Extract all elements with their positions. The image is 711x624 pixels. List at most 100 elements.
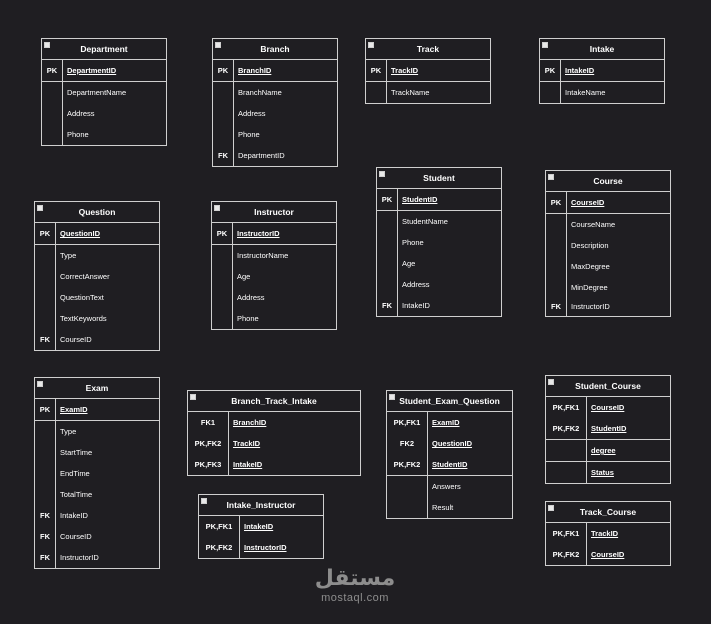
collapse-icon[interactable] xyxy=(368,42,374,48)
entity-header: Student_Exam_Question xyxy=(387,391,512,412)
key-type-label: PK,FK1 xyxy=(393,418,421,427)
key-type-label xyxy=(377,274,397,295)
attribute-name: Description xyxy=(571,241,609,250)
attribute-name: CourseName xyxy=(571,220,616,229)
collapse-icon[interactable] xyxy=(37,205,43,211)
entity-header: Question xyxy=(35,202,159,223)
key-type-label xyxy=(42,103,62,124)
key-type-label xyxy=(377,232,397,253)
key-type-label xyxy=(212,245,232,266)
key-type-label: FK xyxy=(40,335,50,344)
attribute-name: BranchName xyxy=(238,88,282,97)
column-divider xyxy=(239,516,240,558)
entity-title: Intake_Instructor xyxy=(226,500,296,510)
attribute-name: TrackID xyxy=(591,529,619,538)
key-type-label xyxy=(35,442,55,463)
attribute-name: Phone xyxy=(67,130,89,139)
attribute-row: Type xyxy=(35,245,159,266)
mostaql-watermark: مستقل mostaql.com xyxy=(300,566,410,605)
attribute-name: IntakeID xyxy=(60,511,88,520)
entity-title: Student_Course xyxy=(575,381,641,391)
key-type-label: PK xyxy=(381,195,393,204)
key-type-label: PK xyxy=(216,229,228,238)
collapse-icon[interactable] xyxy=(548,379,554,385)
attribute-name: DepartmentName xyxy=(67,88,127,97)
column-divider xyxy=(586,523,587,565)
collapse-icon[interactable] xyxy=(214,205,220,211)
attribute-name: CourseID xyxy=(571,198,605,207)
attribute-name: Age xyxy=(402,259,416,268)
key-section: PK StudentID xyxy=(377,189,501,211)
collapse-icon[interactable] xyxy=(389,394,395,400)
collapse-icon[interactable] xyxy=(548,505,554,511)
attribute-name: MaxDegree xyxy=(571,262,610,271)
attribute-name: IntakeName xyxy=(565,88,606,97)
key-type-label: FK xyxy=(382,301,392,310)
collapse-icon[interactable] xyxy=(44,42,50,48)
key-type-label: PK,FK3 xyxy=(194,460,222,469)
attribute-name: Type xyxy=(60,427,77,436)
key-type-label xyxy=(387,476,427,497)
column-divider xyxy=(232,245,233,329)
key-type-label xyxy=(35,484,55,505)
key-attribute-row: PK StudentID xyxy=(377,189,501,210)
collapse-icon[interactable] xyxy=(542,42,548,48)
collapse-icon[interactable] xyxy=(201,498,207,504)
attribute-name: EndTime xyxy=(60,469,90,478)
collapse-icon[interactable] xyxy=(190,394,196,400)
attribute-name: CourseID xyxy=(60,532,92,541)
key-type-label xyxy=(35,463,55,484)
column-divider xyxy=(233,60,234,81)
attribute-name: InstructorID xyxy=(60,553,99,562)
attribute-name: StudentID xyxy=(591,424,627,433)
attribute-name: InstructorName xyxy=(237,251,289,260)
collapse-icon[interactable] xyxy=(37,381,43,387)
entity-header: Student xyxy=(377,168,501,189)
entity-header: Track_Course xyxy=(546,502,670,523)
entity-header: Student_Course xyxy=(546,376,670,397)
collapse-icon[interactable] xyxy=(548,174,554,180)
attribute-row: CorrectAnswer xyxy=(35,266,159,287)
attribute-name: StudentID xyxy=(402,195,438,204)
collapse-icon[interactable] xyxy=(379,171,385,177)
key-type-label: PK xyxy=(39,405,51,414)
entity-header: Instructor xyxy=(212,202,336,223)
attribute-name: Address xyxy=(67,109,95,118)
entity-title: Track xyxy=(416,44,440,54)
attribute-name: TrackID xyxy=(391,66,419,75)
collapse-icon[interactable] xyxy=(215,42,221,48)
key-type-label xyxy=(213,124,233,145)
key-type-label xyxy=(35,308,55,329)
attribute-row: Description xyxy=(546,235,670,256)
attribute-row: Address xyxy=(42,103,166,124)
attribute-row: Age xyxy=(212,266,336,287)
entity-header: Exam xyxy=(35,378,159,399)
attribute-name: IntakeID xyxy=(565,66,595,75)
